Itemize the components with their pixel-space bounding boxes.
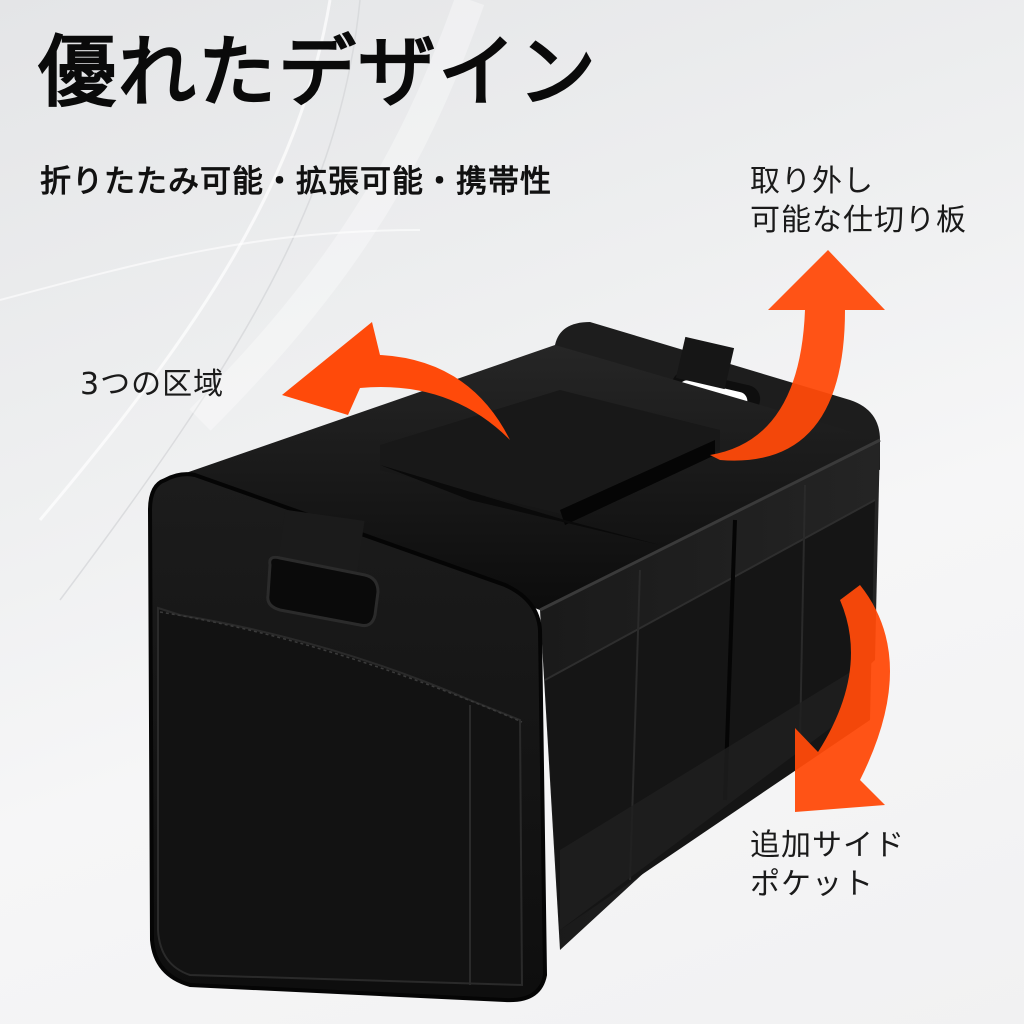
callout-line: ポケット	[750, 867, 874, 902]
callout-side-pockets: 追加サイド ポケット	[750, 826, 905, 904]
callout-line: 追加サイド	[750, 828, 905, 863]
front-panel	[147, 472, 548, 1003]
page-title: 優れたデザイン	[38, 28, 599, 118]
callout-three-zones: 3つの区域	[80, 365, 224, 404]
arrow-side-pockets	[795, 585, 890, 812]
callout-removable-divider: 取り外し 可能な仕切り板	[750, 162, 967, 240]
callout-line: 可能な仕切り板	[750, 203, 967, 238]
side-pockets	[539, 438, 881, 950]
arrow-removable-divider	[710, 250, 885, 461]
arrow-three-zones	[282, 322, 510, 440]
feature-subtitle: 折りたたみ可能・拡張可能・携帯性	[40, 164, 552, 200]
callout-line: 取り外し	[750, 164, 874, 199]
callout-line: 3つの区域	[80, 367, 225, 402]
